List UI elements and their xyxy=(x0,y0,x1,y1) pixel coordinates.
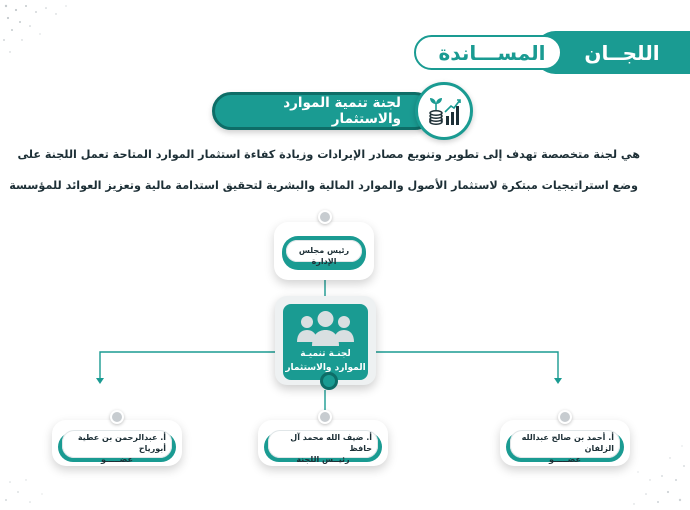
group-users-icon xyxy=(297,311,354,346)
board-chair-pin-icon xyxy=(318,210,332,224)
member-role: عضـــــو xyxy=(548,454,582,464)
committee-node-label-line-1: لجنـة تنميـة xyxy=(300,349,351,359)
member-card-center-label: أ. ضيف الله محمد آل حافظ رئيــس اللجنة xyxy=(268,430,378,464)
member-role: عضـــــو xyxy=(100,454,134,464)
section-title: اللجــان المســـاندة xyxy=(414,31,690,74)
committee-node-label-line-2: الموارد والاستثمار xyxy=(285,362,366,373)
board-chair-label: رئيس مجلس الإدارة xyxy=(286,240,362,266)
description-line-2: وضع استراتيجيات مبتكرة لاستثمار الأصول و… xyxy=(9,179,638,192)
section-title-word-1: اللجــان xyxy=(584,40,660,65)
header-white-tab xyxy=(414,35,562,70)
member-card-right-label: أ. أحمد بن صالح عبدالله الزلفان عضـــــو xyxy=(510,430,620,464)
member-name: أ. عبدالرحمن بن عطية أبورياح xyxy=(77,433,166,453)
committee-title-pill: لجنة تنمية الموارد والاستثمار xyxy=(212,92,434,130)
committee-node-label: لجنـة تنميـة الموارد والاستثمار xyxy=(283,348,368,375)
member-role: رئيــس اللجنة xyxy=(296,454,350,464)
member-right-pin-icon xyxy=(558,410,572,424)
member-card-center: أ. ضيف الله محمد آل حافظ رئيــس اللجنة xyxy=(258,420,388,466)
member-name: أ. ضيف الله محمد آل حافظ xyxy=(290,433,372,453)
board-chair-card: رئيس مجلس الإدارة xyxy=(274,222,374,280)
committee-title: لجنة تنمية الموارد والاستثمار xyxy=(283,95,401,127)
committee-node-card: لجنـة تنميـة الموارد والاستثمار xyxy=(275,296,376,385)
section-header: اللجــان المســـاندة xyxy=(414,31,690,74)
member-center-pin-icon xyxy=(318,410,332,424)
committee-node-band: لجنـة تنميـة الموارد والاستثمار xyxy=(283,304,368,380)
member-card-left-label: أ. عبدالرحمن بن عطية أبورياح عضـــــو xyxy=(62,430,172,464)
section-title-word-2: المســـاندة xyxy=(438,40,546,65)
member-left-pin-icon xyxy=(110,410,124,424)
member-card-left: أ. عبدالرحمن بن عطية أبورياح عضـــــو xyxy=(52,420,182,466)
committee-node-connector-knob xyxy=(320,372,338,390)
member-card-right: أ. أحمد بن صالح عبدالله الزلفان عضـــــو xyxy=(500,420,630,466)
investment-growth-icon xyxy=(415,82,473,140)
member-name: أ. أحمد بن صالح عبدالله الزلفان xyxy=(521,433,614,453)
description-line-1: هي لجنة متخصصة تهدف إلى تطوير وتنويع مصا… xyxy=(17,148,640,161)
